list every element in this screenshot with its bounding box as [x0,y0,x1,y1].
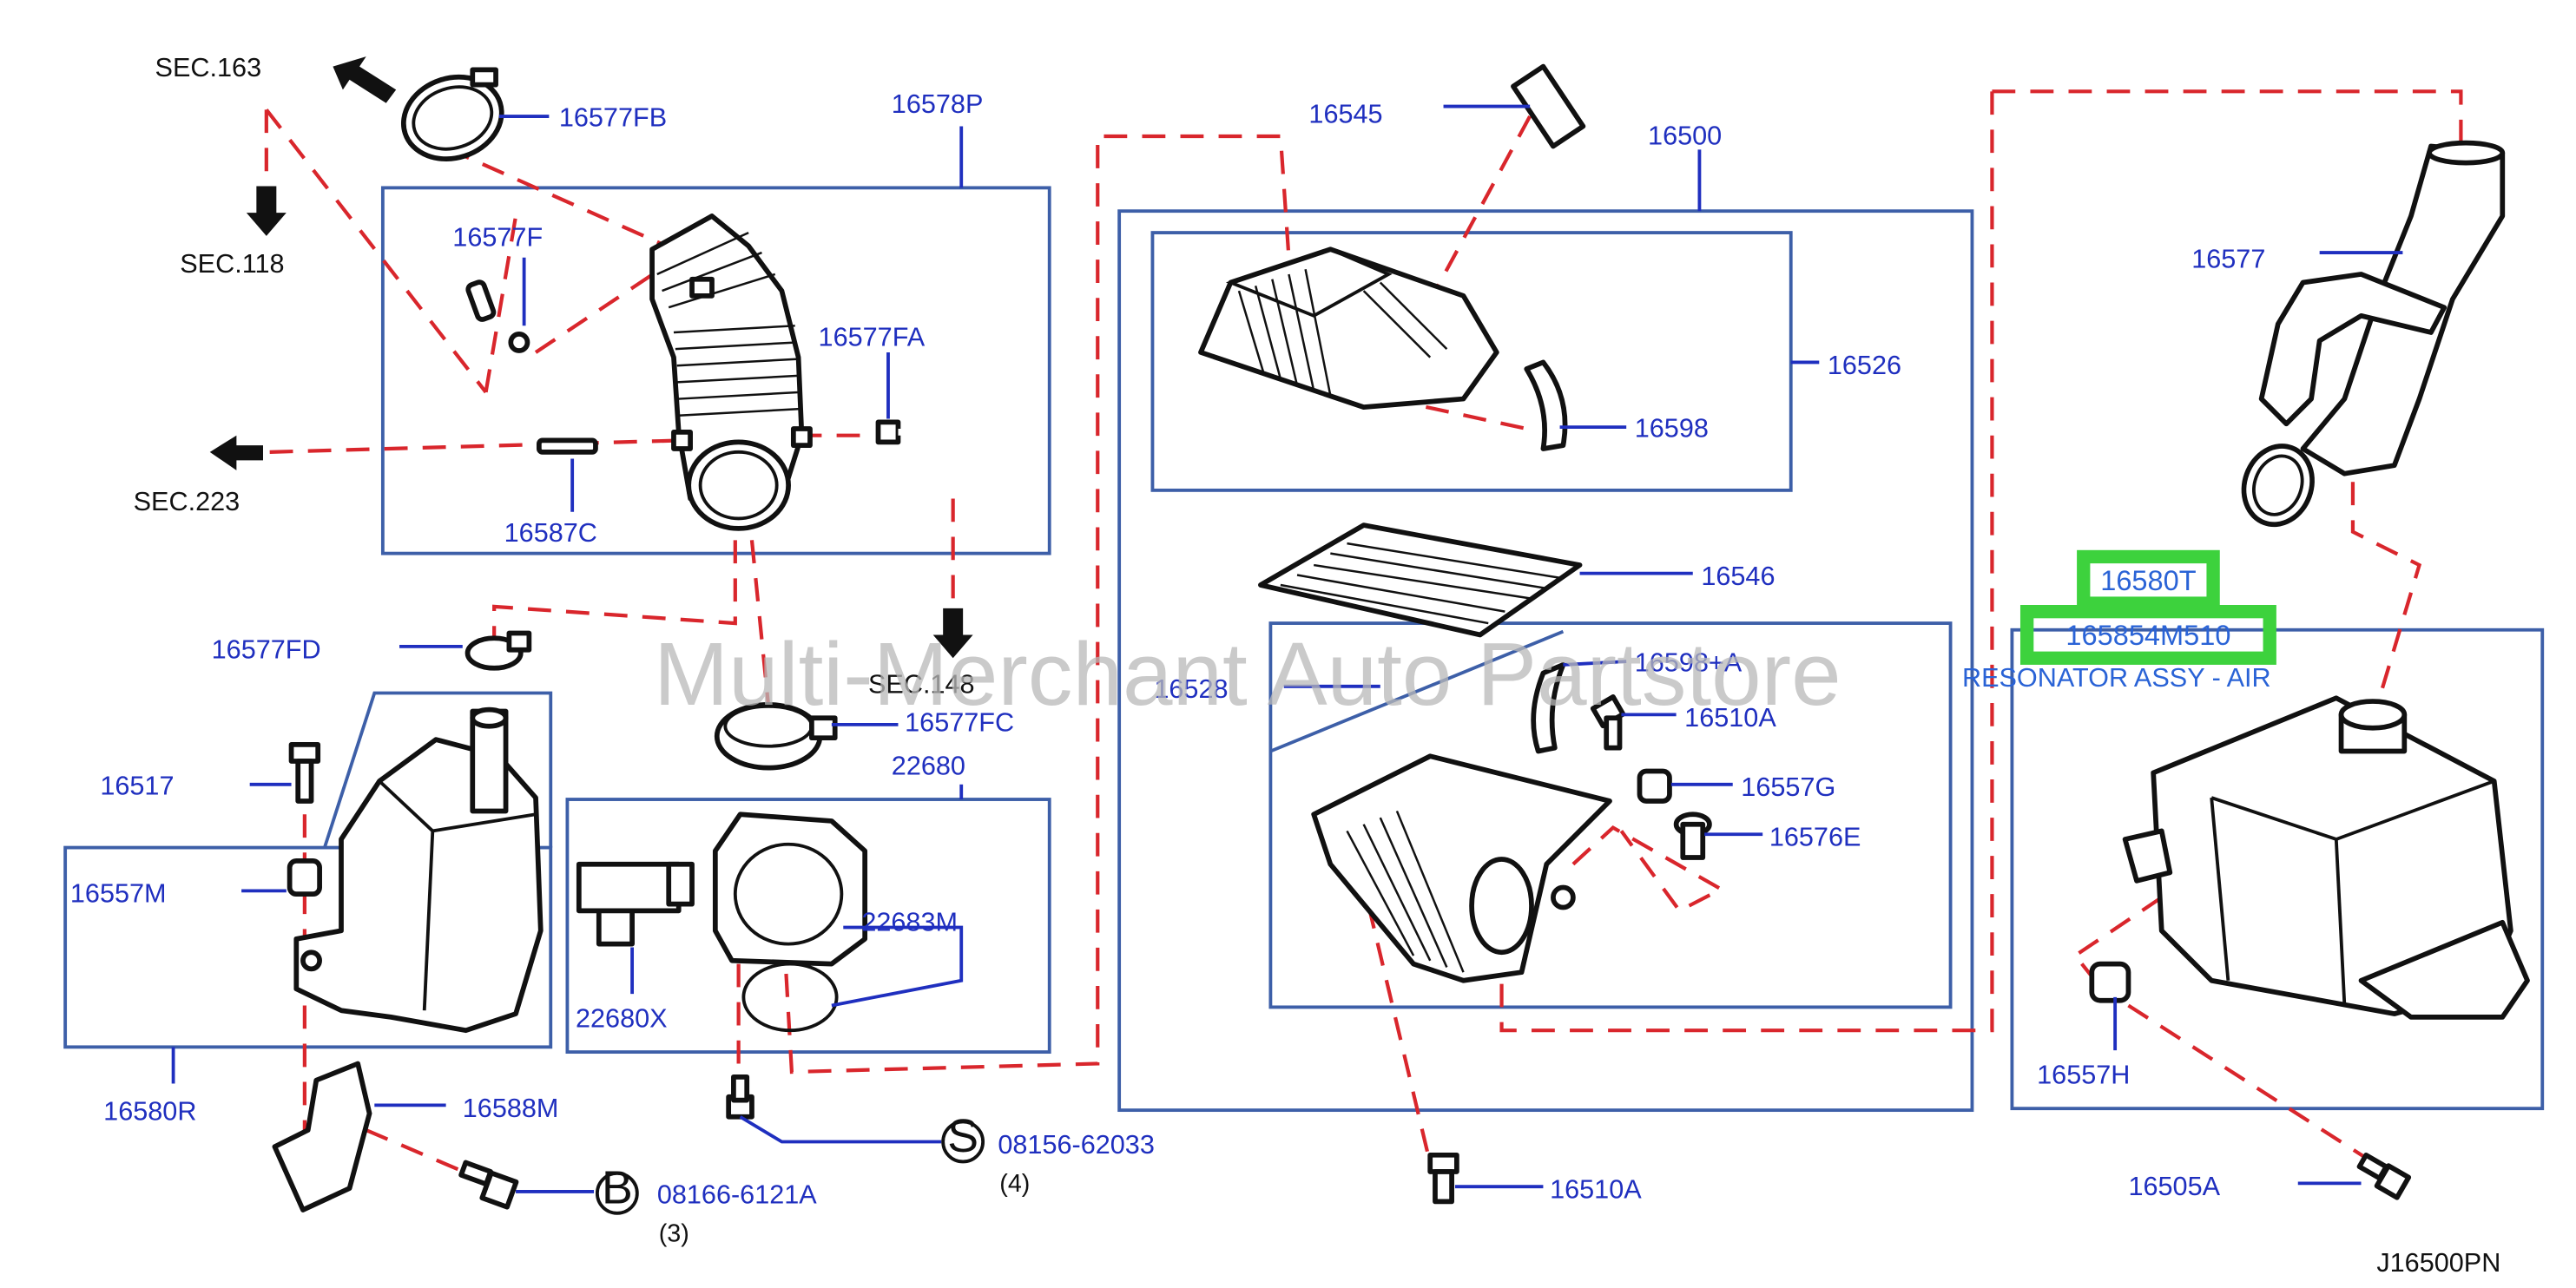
box-16580r-top [323,691,553,849]
label-16588m: 16588M [463,1094,559,1123]
label-16580t: 16580T [2100,565,2197,596]
label-16500: 16500 [1648,122,1722,151]
bolt-16510a-bottom [1427,1152,1459,1205]
label-16577: 16577 [2191,244,2265,273]
leader-lines [171,104,2403,1193]
clip-16598a [1531,662,1566,754]
filter-16546 [1258,522,1583,638]
label-22683m: 22683M [861,907,958,936]
symbol-s: S [947,1110,978,1162]
label-16557h: 16557H [2037,1060,2130,1089]
label-16576e: 16576E [1769,823,1861,852]
label-sec163: SEC.163 [155,53,262,82]
highlight-16580t [2077,549,2220,610]
bracket-16588m [272,1061,372,1212]
bolt-08166 [458,1160,519,1210]
section-labels: SEC.163 SEC.118 SEC.223 SEC.148 [134,53,975,699]
label-08166-qty: (3) [659,1219,689,1247]
grommet-16557h [2089,961,2131,1003]
arrow-up-left [333,56,397,103]
symbol-b-circle [595,1171,639,1215]
label-22680: 22680 [892,751,965,780]
highlighted-labels: 16580T 165854M510 RESONATOR ASSY - AIR [1962,549,2276,693]
resonator-16580r [293,706,544,1034]
grommet-16557m [287,858,322,897]
grommet-16557g [1637,768,1672,804]
label-sec118: SEC.118 [180,249,284,279]
arrow-down-118 [246,186,287,236]
label-16546: 16546 [1701,562,1775,591]
label-16545: 16545 [1308,100,1382,129]
bolt-16517 [288,741,321,804]
diagram-code: J16500PN [2376,1248,2500,1278]
bolt-16510a-top [1590,694,1626,751]
label-22680x: 22680X [576,1003,668,1033]
box-16578p [380,186,1051,555]
label-sec223: SEC.223 [134,487,240,516]
label-16510a-top: 16510A [1684,703,1776,733]
watermark: Multi-Merchant Auto Partstore [654,623,1841,724]
box-22680 [565,798,1051,1055]
highlight-165854m510 [2019,605,2276,665]
label-16598: 16598 [1635,414,1709,444]
case-16528 [1311,753,1612,983]
label-16517: 16517 [100,771,174,800]
box-16580r [63,845,553,1049]
part-labels: 16577FB 16578P 16577F 16577FA 16587C 165… [70,89,2266,1247]
label-16557m: 16557M [70,879,167,909]
label-16577f: 16577F [452,222,543,252]
oring-22683m [741,962,839,1033]
label-16526: 16526 [1828,351,1901,380]
label-16505a: 16505A [2128,1172,2220,1201]
duct-16578p [649,214,813,531]
pin-16576e [1673,812,1712,860]
box-resonator [2010,628,2545,1111]
label-08166: 08166-6121A [657,1180,817,1209]
clamp-16577fd [464,630,532,671]
box-16528-link [1269,629,1565,753]
cover-16526 [1198,246,1499,411]
bolt-16505a [2356,1153,2412,1200]
clip-16598 [1524,359,1568,451]
hose-16577f [465,279,530,353]
part-drawings [272,63,2530,1212]
pin-16587c [536,437,598,455]
symbol-s-circle [941,1120,985,1164]
label-16577fd: 16577FD [212,634,321,664]
box-16500 [1117,209,1974,1113]
label-16577fc: 16577FC [905,708,1014,738]
maf-22680 [576,812,868,967]
label-08156-qty: (4) [999,1170,1030,1198]
bolt-08156 [726,1074,754,1120]
label-16545 [1511,63,1586,149]
label-16580r: 16580R [103,1097,196,1127]
label-16577fa: 16577FA [819,322,926,352]
label-08156: 08156-62033 [998,1130,1155,1160]
section-arrows [209,56,973,659]
clamp-16577fb [400,67,504,162]
clamp-16577fc [714,702,838,771]
label-16557g: 16557G [1741,772,1835,802]
label-resonator-assy: RESONATOR ASSY - AIR [1962,663,2271,693]
label-165854m510: 165854M510 [2065,620,2230,651]
label-sec148: SEC.148 [868,669,975,699]
label-16528: 16528 [1154,674,1228,704]
symbol-b: B [602,1161,633,1213]
label-16598a: 16598+A [1635,648,1743,678]
box-16528 [1268,621,1953,1009]
fastener-symbols: S B [595,1110,985,1215]
group-boxes [63,186,2545,1113]
label-16577fb: 16577FB [559,103,667,133]
label-16587c: 16587C [504,518,597,548]
duct-16577 [2241,140,2506,528]
hose-16577fa [875,419,965,499]
arrow-left-223 [209,435,264,470]
resonator-assy [2122,695,2530,1020]
label-16510a-bottom: 16510A [1550,1175,1642,1205]
label-16578p: 16578P [892,89,984,119]
